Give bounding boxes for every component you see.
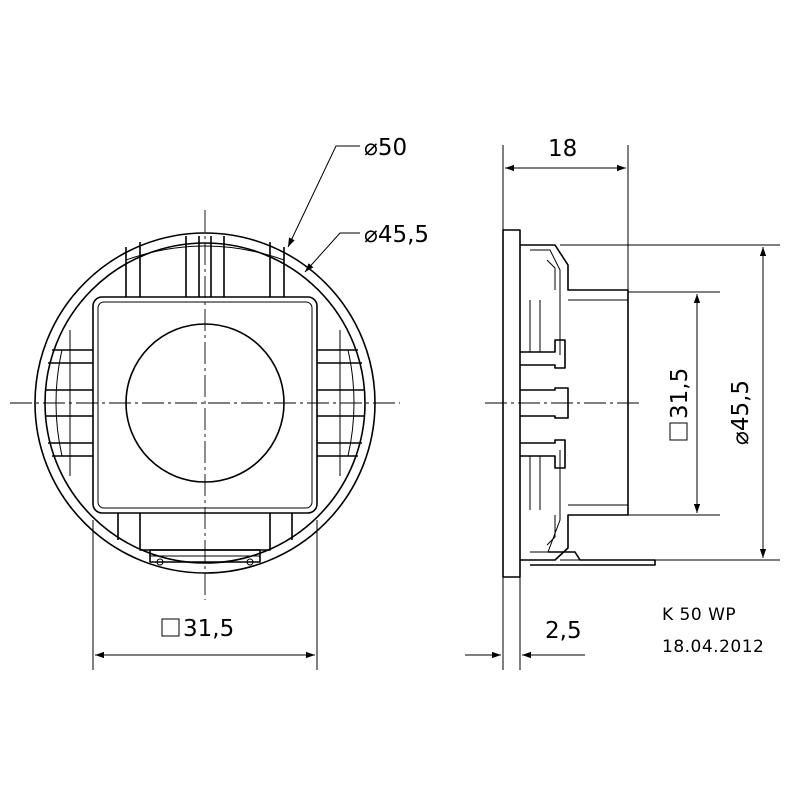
side-spoke-tabs: [520, 300, 569, 510]
basket-spokes-left: [45, 330, 93, 476]
front-dimensions: ⌀50 ⌀45,5 31,5: [92, 135, 429, 670]
side-flange: [502, 229, 521, 578]
front-outer-rim: [34, 232, 376, 574]
diameter-45-5-side-group: ⌀45,5: [728, 380, 754, 445]
membrane-circle: [125, 323, 285, 483]
thickness-2-5-label: 2,5: [545, 618, 582, 644]
diameter-50-label: ⌀50: [364, 135, 407, 161]
side-dimensions: 18 31,5 ⌀45,5 2,5: [465, 136, 780, 670]
square-31-5-front-label: 31,5: [183, 616, 234, 642]
basket-spokes-right: [317, 330, 365, 476]
square-symbol-icon: [669, 422, 688, 441]
diameter-symbol-icon: ⌀: [728, 431, 754, 445]
square-31-5-side-group: 31,5: [667, 368, 693, 441]
title-block: K 50 WP 18.04.2012: [662, 605, 764, 657]
front-inner-rim: [44, 242, 366, 564]
side-basket-body: [520, 244, 629, 561]
model-name: K 50 WP: [662, 605, 736, 625]
depth-18-label: 18: [548, 136, 577, 162]
diameter-symbol-icon: ⌀: [364, 135, 378, 161]
terminal-area: [117, 513, 293, 566]
diameter-45-5-front-label: ⌀45,5: [364, 222, 429, 248]
diameter-symbol-icon: ⌀: [364, 222, 378, 248]
front-view: [10, 210, 400, 600]
basket-spokes-top: [125, 236, 285, 297]
square-frame: [92, 296, 318, 514]
square-31-5-side-label: 31,5: [667, 368, 693, 419]
diameter-45-5-side-label: ⌀45,5: [728, 380, 754, 445]
drawing-date: 18.04.2012: [662, 637, 764, 657]
square-symbol-icon: [161, 618, 180, 637]
side-terminal: [530, 551, 656, 566]
side-view: [485, 229, 656, 578]
